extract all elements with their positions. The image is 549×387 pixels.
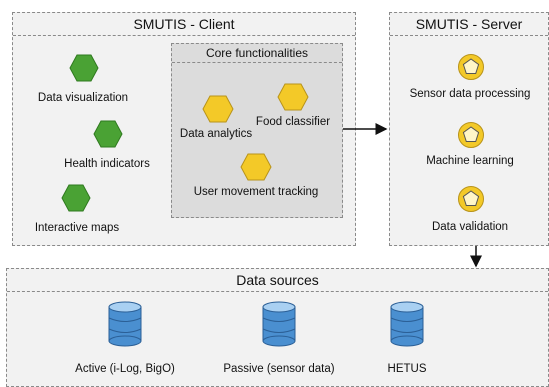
yellow-hexagon-icon xyxy=(277,83,309,111)
core-food-classifier: Food classifier xyxy=(255,116,331,128)
core-data-analytics: Data analytics xyxy=(179,128,253,140)
feature-interactive-maps: Interactive maps xyxy=(34,222,120,234)
core-functionalities-panel: Core functionalities Data analytics Food… xyxy=(171,43,343,218)
client-title: SMUTIS - Client xyxy=(13,13,355,36)
database-icon xyxy=(262,301,296,347)
source-passive: Passive (sensor data) xyxy=(223,363,335,375)
server-title: SMUTIS - Server xyxy=(390,13,548,36)
database-icon xyxy=(108,301,142,347)
pentagon-circle-icon xyxy=(458,54,484,80)
feature-health-indicators: Health indicators xyxy=(64,158,150,170)
core-functionalities-title: Core functionalities xyxy=(172,44,342,63)
source-hetus: HETUS xyxy=(387,363,427,375)
green-hexagon-icon xyxy=(93,120,123,148)
data-sources-title: Data sources xyxy=(7,269,548,292)
server-panel: SMUTIS - Server Sensor data processing M… xyxy=(389,12,549,246)
client-panel: SMUTIS - Client Data visualization Healt… xyxy=(12,12,356,246)
green-hexagon-icon xyxy=(61,184,91,212)
pentagon-circle-icon xyxy=(458,186,484,212)
yellow-hexagon-icon xyxy=(240,153,272,181)
source-active: Active (i-Log, BigO) xyxy=(75,363,175,375)
yellow-hexagon-icon xyxy=(202,95,234,123)
database-icon xyxy=(390,301,424,347)
server-machine-learning: Machine learning xyxy=(426,155,514,167)
server-sensor-data-processing: Sensor data processing xyxy=(409,88,531,100)
feature-data-visualization: Data visualization xyxy=(37,92,129,104)
green-hexagon-icon xyxy=(69,54,99,82)
core-user-movement-tracking: User movement tracking xyxy=(193,186,319,198)
pentagon-circle-icon xyxy=(458,122,484,148)
data-sources-panel: Data sources Active (i-Log, BigO) Passiv… xyxy=(6,268,549,387)
server-data-validation: Data validation xyxy=(431,221,509,233)
